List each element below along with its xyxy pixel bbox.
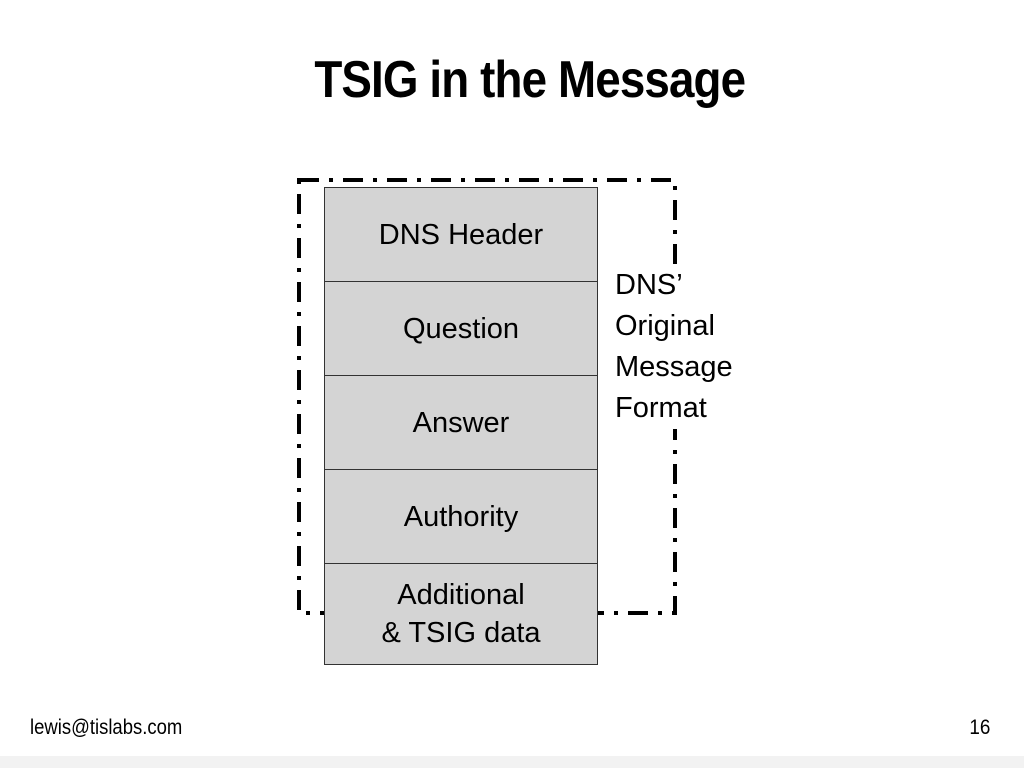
dns-message-stack: DNS Header Question Answer Authority Add… [324,187,598,665]
page-number: 16 [968,716,990,739]
section-dns-header: DNS Header [325,188,597,282]
slide-title: TSIG in the Message [314,51,746,109]
section-authority: Authority [325,470,597,564]
boundary-label-line: DNS’ [615,269,683,301]
section-label: Authority [403,500,519,533]
boundary-label-line: Format [615,392,707,424]
boundary-label-line: Message [615,351,733,383]
footer-email: lewis@tislabs.com [30,716,183,739]
section-label: DNS Header [378,218,544,251]
section-answer: Answer [325,376,597,470]
boundary-label-line: Original [615,310,715,342]
section-label: Answer [412,406,510,439]
footer-band [0,756,1024,768]
section-additional-tsig: Additional & TSIG data [325,564,597,664]
section-label: Question [402,312,520,345]
boundary-label: DNS’ Original Message Format [615,265,739,429]
section-question: Question [325,282,597,376]
section-label: Additional & TSIG data [381,579,541,649]
